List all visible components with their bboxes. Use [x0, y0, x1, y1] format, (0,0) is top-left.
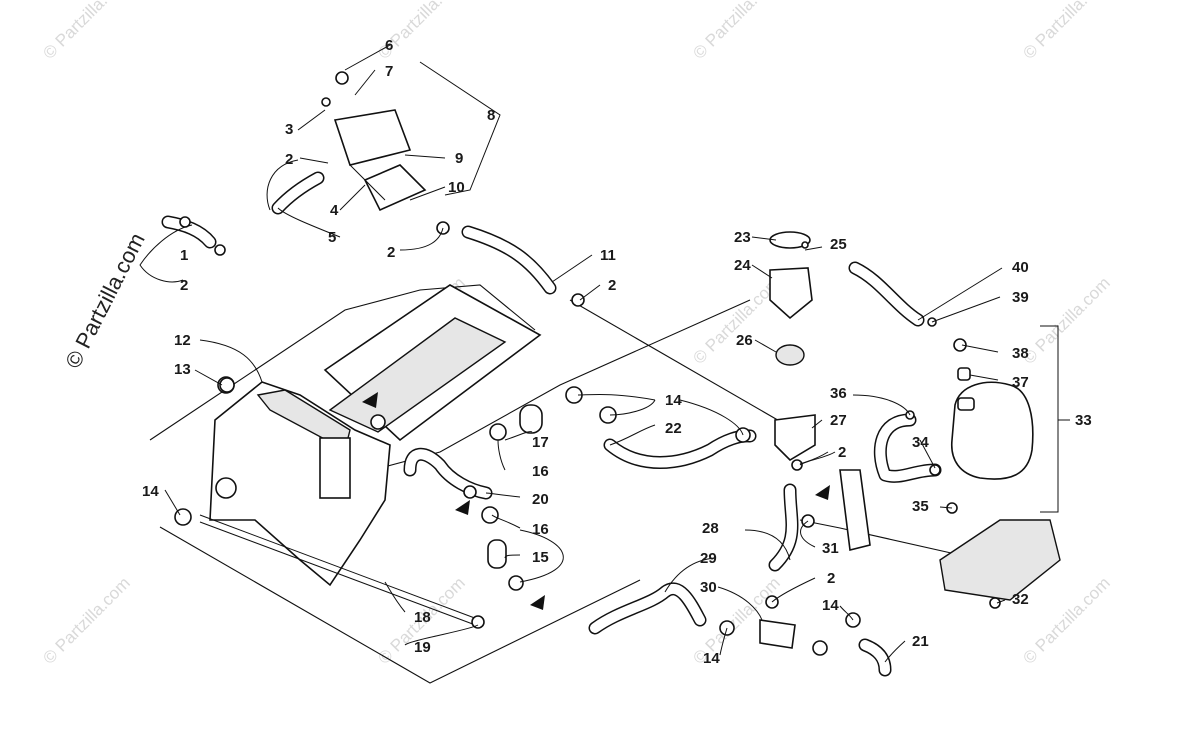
watermark: © Partzilla.com [1019, 0, 1113, 63]
callout-5[interactable]: 5 [328, 229, 336, 246]
callout-38[interactable]: 38 [1012, 345, 1029, 362]
callout-35[interactable]: 35 [912, 498, 929, 515]
callout-9[interactable]: 9 [455, 150, 463, 167]
callout-39[interactable]: 39 [1012, 289, 1029, 306]
callout-36[interactable]: 36 [830, 385, 847, 402]
callout-8[interactable]: 8 [487, 107, 495, 124]
callout-15[interactable]: 15 [532, 549, 549, 566]
watermark: © Partzilla.com [39, 0, 133, 63]
watermark: © Partzilla.com [689, 0, 783, 63]
callout-33[interactable]: 33 [1075, 412, 1092, 429]
callout-14[interactable]: 14 [142, 483, 159, 500]
callout-30[interactable]: 30 [700, 579, 717, 596]
callout-18[interactable]: 18 [414, 609, 431, 626]
callout-26[interactable]: 26 [736, 332, 753, 349]
callout-17[interactable]: 17 [532, 434, 549, 451]
callout-6[interactable]: 6 [385, 37, 393, 54]
callout-2[interactable]: 2 [838, 444, 846, 461]
callout-14[interactable]: 14 [665, 392, 682, 409]
callout-11[interactable]: 11 [600, 247, 616, 264]
surge-tank-assembly [321, 71, 427, 212]
callout-1[interactable]: 1 [180, 247, 188, 264]
brand-label: © Partzilla.com [60, 229, 150, 372]
callout-2[interactable]: 2 [827, 570, 835, 587]
thermostat-housing [769, 231, 816, 471]
callouts: 1 2 2 2 2 2 2 2 2 3 4 5 6 7 8 9 10 11 12… [142, 37, 1092, 667]
side-panel [839, 469, 1061, 609]
callout-20[interactable]: 20 [532, 491, 549, 508]
callout-10[interactable]: 10 [448, 179, 465, 196]
callout-22[interactable]: 22 [665, 420, 682, 437]
callout-40[interactable]: 40 [1012, 259, 1029, 276]
watermark: © Partzilla.com [1019, 573, 1113, 667]
callout-29[interactable]: 29 [700, 550, 717, 567]
callout-25[interactable]: 25 [830, 236, 847, 253]
callout-2[interactable]: 2 [387, 244, 395, 261]
callout-3[interactable]: 3 [285, 121, 293, 138]
callout-7[interactable]: 7 [385, 63, 393, 80]
callout-21[interactable]: 21 [912, 633, 929, 650]
callout-13[interactable]: 13 [174, 361, 191, 378]
callout-27[interactable]: 27 [830, 412, 847, 429]
callout-31[interactable]: 31 [822, 540, 839, 557]
callout-2[interactable]: 2 [608, 277, 616, 294]
watermark: © Partzilla.com [1019, 273, 1113, 367]
callout-23[interactable]: 23 [734, 229, 751, 246]
leader-lines [139, 44, 1070, 663]
callout-28[interactable]: 28 [702, 520, 719, 537]
callout-32[interactable]: 32 [1012, 591, 1029, 608]
callout-14[interactable]: 14 [703, 650, 720, 667]
callout-16[interactable]: 16 [532, 521, 549, 538]
callout-14[interactable]: 14 [822, 597, 839, 614]
callout-2[interactable]: 2 [285, 151, 293, 168]
callout-19[interactable]: 19 [414, 639, 431, 656]
callout-2[interactable]: 2 [180, 277, 188, 294]
callout-4[interactable]: 4 [330, 202, 339, 219]
callout-16[interactable]: 16 [532, 463, 549, 480]
callout-12[interactable]: 12 [174, 332, 191, 349]
coolant-reservoir [951, 338, 1034, 480]
callout-24[interactable]: 24 [734, 257, 751, 274]
callout-37[interactable]: 37 [1012, 374, 1029, 391]
arrows [362, 392, 830, 610]
callout-34[interactable]: 34 [912, 434, 929, 451]
watermark: © Partzilla.com [39, 573, 133, 667]
